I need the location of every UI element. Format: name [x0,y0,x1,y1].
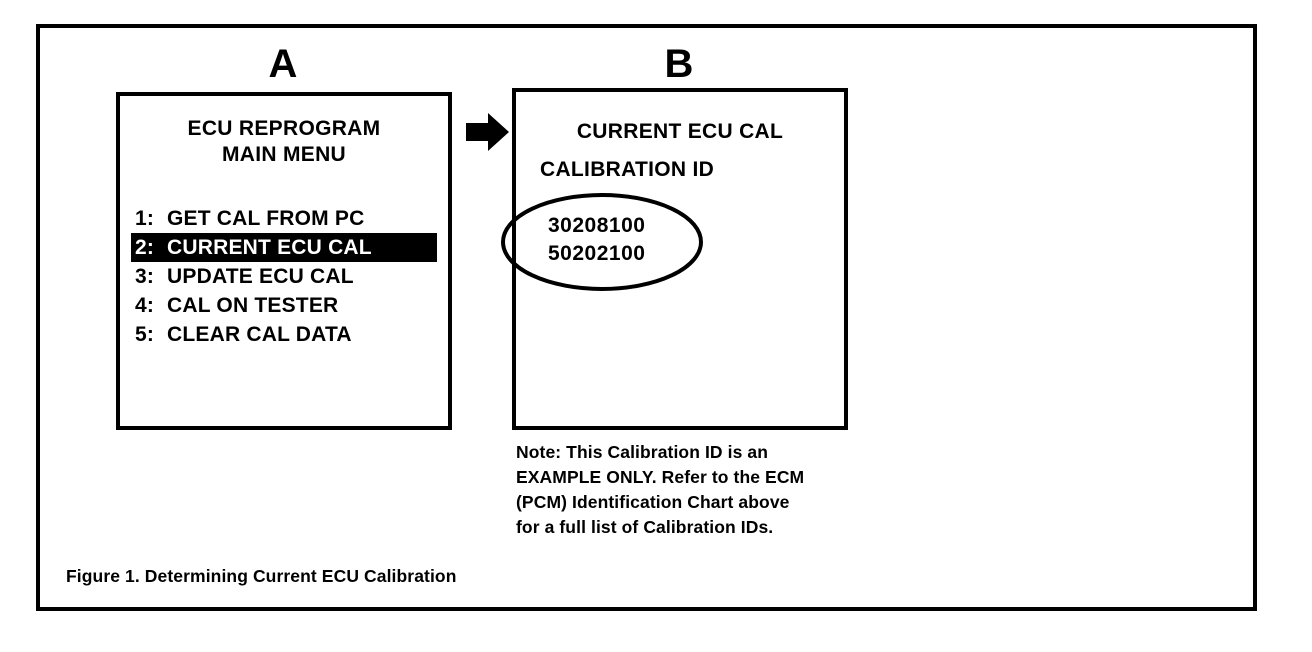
right-arrow-icon [466,112,510,152]
menu-item-1[interactable]: 1: GET CAL FROM PC [131,204,437,233]
example-note: Note: This Calibration ID is an EXAMPLE O… [516,440,936,540]
menu-item-number: 5: [135,323,155,346]
menu-item-label: UPDATE ECU CAL [167,265,354,288]
screen-panel-b: CURRENT ECU CAL CALIBRATION ID 30208100 5… [512,88,848,430]
menu-item-number: 2: [135,236,155,259]
note-line: Note: This Calibration ID is an [516,442,769,462]
note-line: for a full list of Calibration IDs. [516,517,774,537]
calibration-id-list: 30208100 50202100 [548,212,645,268]
menu-title-line-2: MAIN MENU [221,143,347,166]
menu-item-number: 4: [135,294,155,317]
panel-label-b: B [664,42,694,86]
menu-item-2[interactable]: 2: CURRENT ECU CAL [131,233,437,262]
menu-item-label: CAL ON TESTER [167,294,339,317]
screen-panel-a: ECU REPROGRAM MAIN MENU 1: GET CAL FROM P… [116,92,452,430]
figure-caption: Figure 1. Determining Current ECU Calibr… [66,566,457,586]
panel-label-a: A [268,42,298,86]
menu-item-number: 3: [135,265,155,288]
calibration-id-value: 30208100 [548,214,646,237]
note-line: EXAMPLE ONLY. Refer to the ECM [516,467,805,487]
menu-item-5[interactable]: 5: CLEAR CAL DATA [131,320,437,349]
menu-item-label: CURRENT ECU CAL [167,236,372,259]
note-line: (PCM) Identification Chart above [516,492,790,512]
menu-item-label: GET CAL FROM PC [167,207,365,230]
menu-item-number: 1: [135,207,155,230]
calibration-id-value: 50202100 [548,242,646,265]
menu-item-4[interactable]: 4: CAL ON TESTER [131,291,437,320]
cal-heading: CURRENT ECU CAL [576,120,784,143]
menu-item-label: CLEAR CAL DATA [167,323,352,346]
cal-subheading: CALIBRATION ID [540,158,715,181]
menu-title-line-1: ECU REPROGRAM [187,117,381,140]
menu-list: 1: GET CAL FROM PC 2: CURRENT ECU CAL 3: UPDA… [131,204,437,349]
menu-item-3[interactable]: 3: UPDATE ECU CAL [131,262,437,291]
menu-title: ECU REPROGRAM MAIN MENU [120,116,448,168]
